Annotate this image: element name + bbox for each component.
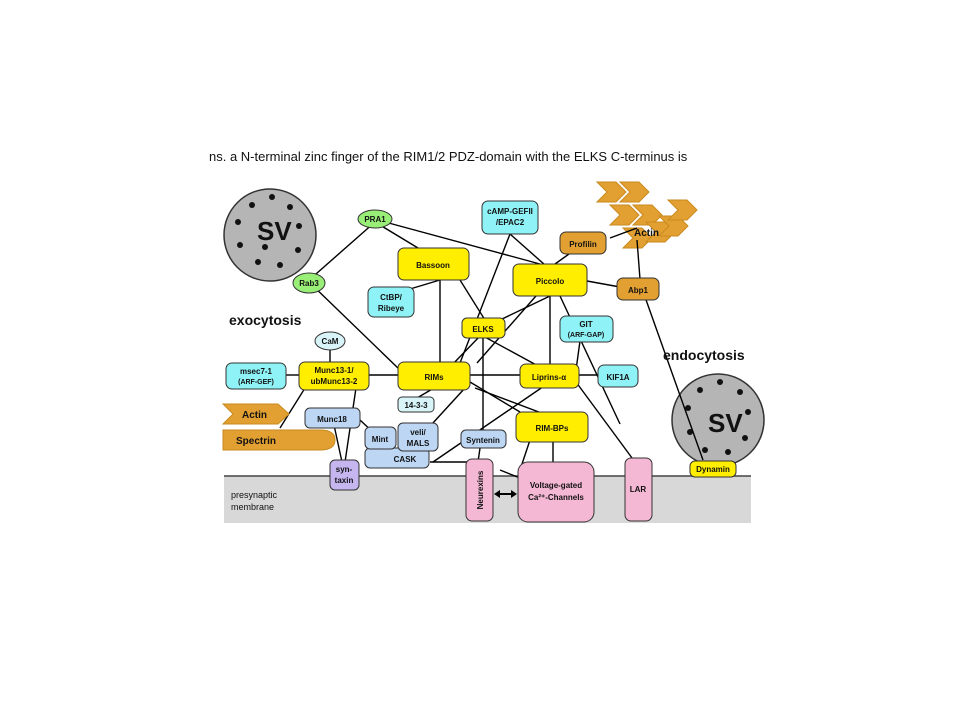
svg-text:Rab3: Rab3 [299, 279, 319, 288]
double-arrow [494, 490, 517, 498]
exocytosis-label: exocytosis [229, 312, 302, 328]
node-lar: LAR [624, 457, 653, 522]
svg-text:ELKS: ELKS [472, 325, 494, 334]
svg-text:GIT: GIT [579, 320, 592, 329]
endocytosis-label: endocytosis [663, 347, 745, 363]
node-rim-bps: RIM-BPs [515, 411, 589, 443]
svg-text:Neurexins: Neurexins [476, 470, 485, 509]
svg-text:PRA1: PRA1 [364, 215, 386, 224]
svg-text:14-3-3: 14-3-3 [404, 401, 428, 410]
node-voltage-gated-channels: Voltage-gated Ca²⁺-Channels [517, 461, 595, 523]
spectrin: Spectrin [222, 429, 336, 451]
node-elks: ELKS [461, 317, 506, 339]
sv-label-left: SV [257, 216, 292, 246]
node-ctbp-ribeye: CtBP/ Ribeye [367, 286, 415, 318]
actin-filament-top [595, 181, 698, 249]
node-mint: Mint [364, 426, 397, 450]
svg-text:Profilin: Profilin [569, 240, 597, 249]
sv-label-right: SV [708, 408, 743, 438]
node-cam: CaM [314, 331, 346, 351]
svg-text:MALS: MALS [407, 439, 430, 448]
svg-text:Mint: Mint [372, 435, 389, 444]
svg-text:/EPAC2: /EPAC2 [496, 218, 525, 227]
node-syntenin: Syntenin [460, 429, 507, 449]
node-munc18: Munc18 [304, 407, 361, 429]
svg-text:Munc18: Munc18 [317, 415, 347, 424]
svg-text:(ARF-GEF): (ARF-GEF) [238, 379, 274, 386]
svg-text:msec7-1: msec7-1 [240, 367, 273, 376]
node-liprins: Liprins-α [519, 363, 580, 389]
svg-text:Ca²⁺-Channels: Ca²⁺-Channels [528, 493, 584, 502]
svg-text:ubMunc13-2: ubMunc13-2 [311, 377, 358, 386]
node-syntaxin: syn- taxin [329, 459, 360, 491]
node-git: GIT (ARF-GAP) [559, 315, 614, 343]
svg-text:CtBP/: CtBP/ [380, 293, 403, 302]
node-cask: CASK [364, 447, 430, 469]
node-dynamin: Dynamin [689, 460, 737, 478]
svg-text:Abp1: Abp1 [628, 286, 649, 295]
node-rims: RIMs [397, 361, 471, 391]
node-rab3: Rab3 [292, 272, 326, 294]
membrane-label-2: membrane [231, 502, 274, 512]
node-veli-mals: veli/ MALS [397, 422, 439, 452]
node-kif1a: KIF1A [597, 364, 639, 388]
actin-left: Actin [221, 403, 290, 425]
node-camp-geff: cAMP-GEFII /EPAC2 [481, 200, 539, 235]
svg-text:CASK: CASK [394, 455, 417, 464]
synaptic-vesicle-left: SV [223, 188, 317, 282]
svg-text:RIM-BPs: RIM-BPs [536, 424, 569, 433]
svg-text:Liprins-α: Liprins-α [532, 373, 566, 382]
node-abp1: Abp1 [616, 277, 660, 301]
synaptic-vesicle-right: SV [671, 373, 765, 467]
node-bassoon: Bassoon [397, 247, 470, 281]
svg-text:Munc13-1/: Munc13-1/ [314, 366, 354, 375]
membrane-label-1: presynaptic [231, 490, 278, 500]
svg-text:veli/: veli/ [410, 428, 426, 437]
svg-text:taxin: taxin [335, 476, 354, 485]
node-munc13: Munc13-1/ ubMunc13-2 [298, 361, 370, 391]
node-14-3-3: 14-3-3 [397, 396, 435, 413]
svg-text:(ARF-GAP): (ARF-GAP) [568, 332, 605, 339]
svg-text:Bassoon: Bassoon [416, 261, 450, 270]
svg-text:KIF1A: KIF1A [606, 373, 629, 382]
node-neurexins: Neurexins [465, 458, 494, 522]
node-profilin: Profilin [559, 231, 607, 255]
spectrin-label: Spectrin [236, 436, 276, 447]
actin-left-label: Actin [242, 410, 267, 421]
svg-text:Syntenin: Syntenin [466, 436, 500, 445]
svg-text:Voltage-gated: Voltage-gated [530, 481, 582, 490]
svg-text:CaM: CaM [322, 337, 339, 346]
svg-text:syn-: syn- [336, 465, 353, 474]
svg-text:Dynamin: Dynamin [696, 465, 730, 474]
header-text: ns. a N-terminal zinc finger of the RIM1… [209, 149, 688, 164]
node-pra1: PRA1 [357, 209, 393, 229]
svg-text:Ribeye: Ribeye [378, 304, 405, 313]
svg-text:LAR: LAR [630, 485, 647, 494]
node-msec7: msec7-1 (ARF-GEF) [225, 362, 287, 390]
svg-text:RIMs: RIMs [424, 373, 444, 382]
node-piccolo: Piccolo [512, 263, 588, 297]
svg-text:Piccolo: Piccolo [536, 277, 565, 286]
interaction-links [279, 221, 704, 479]
actin-top-label: Actin [634, 228, 659, 239]
svg-text:cAMP-GEFII: cAMP-GEFII [487, 207, 533, 216]
